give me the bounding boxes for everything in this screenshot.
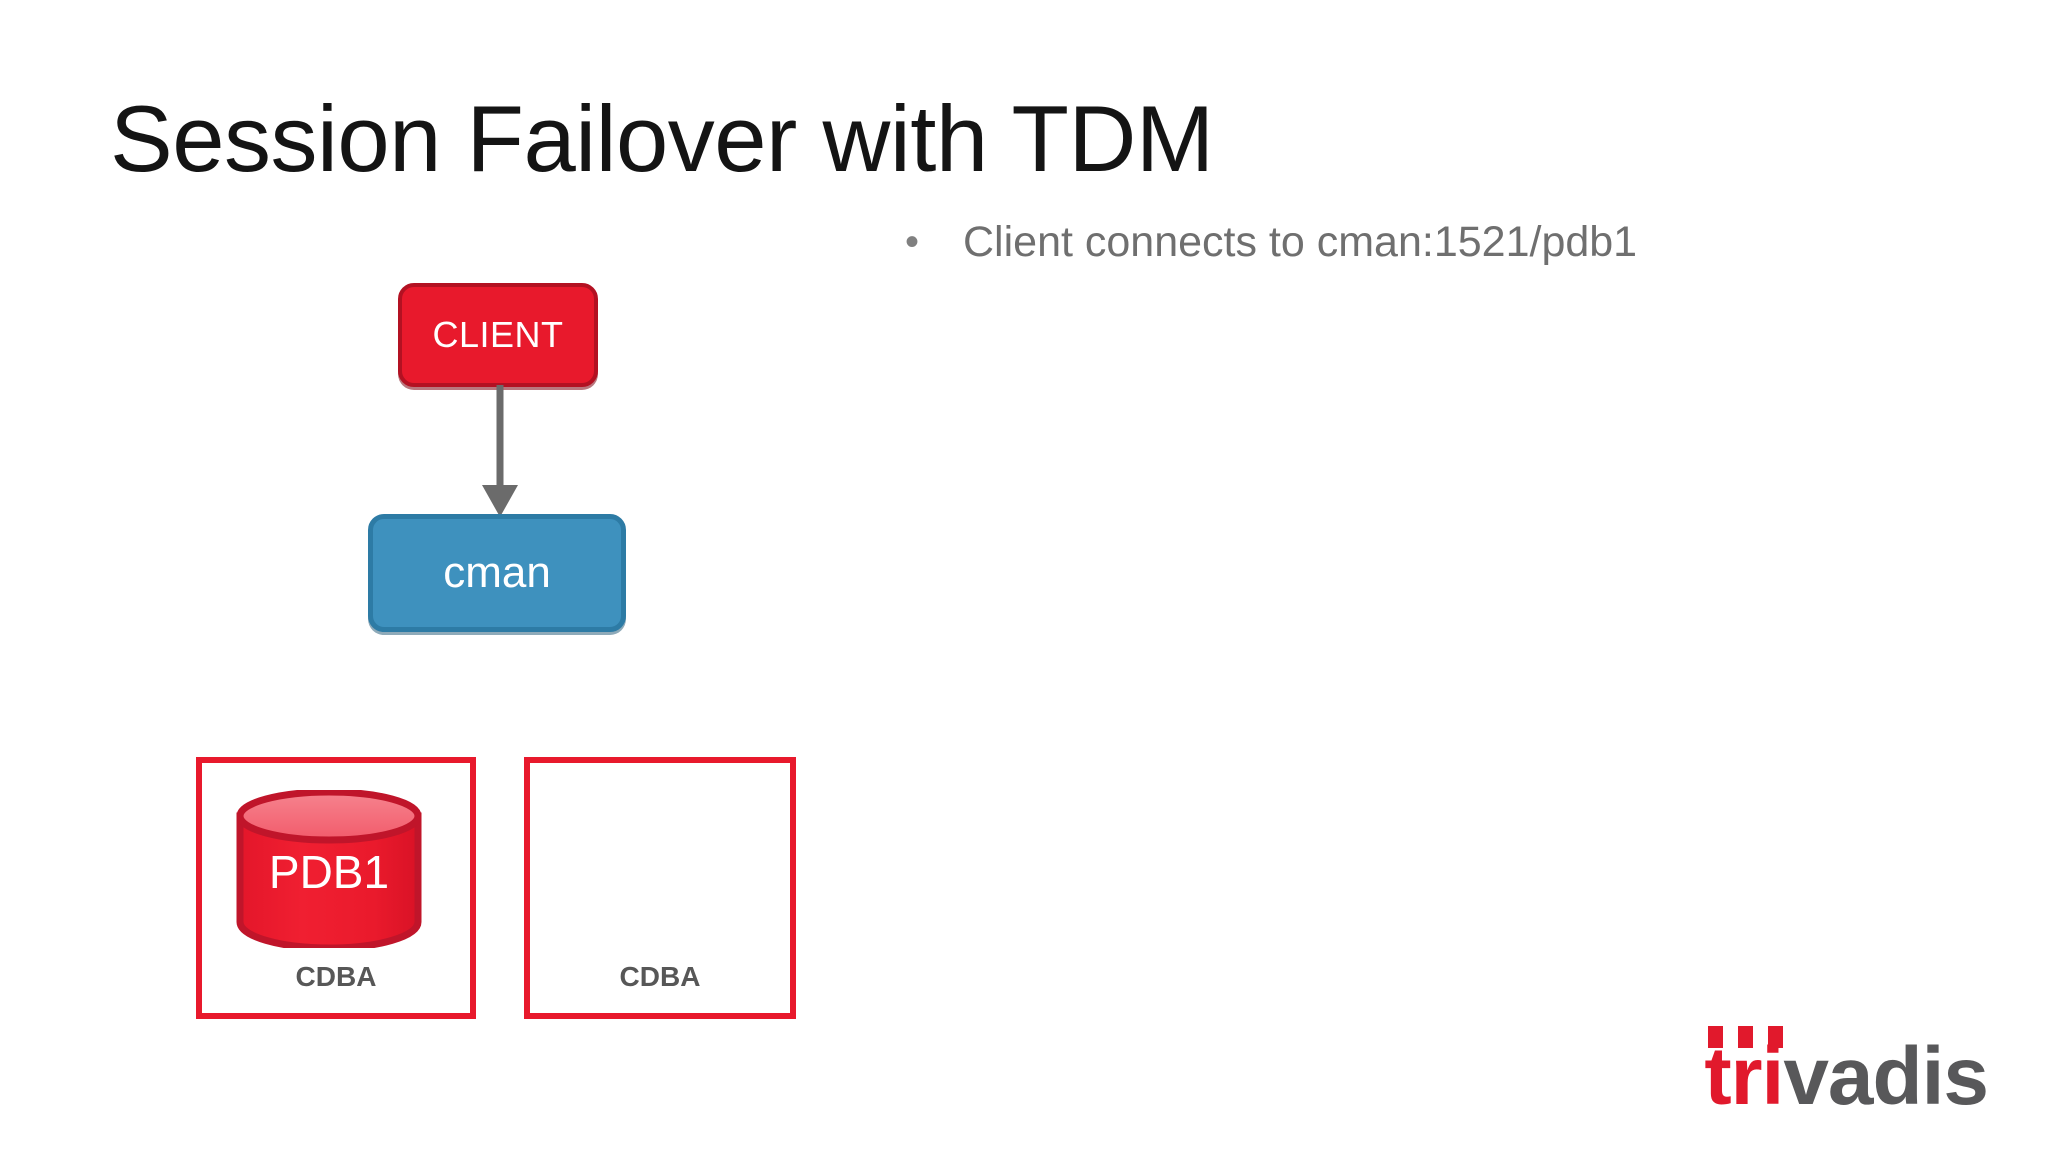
database-cylinder-pdb1-icon[interactable] xyxy=(235,790,423,948)
bullet-text: Client connects to cman:1521/pdb1 xyxy=(963,218,1638,266)
diagram-node-client[interactable]: CLIENT xyxy=(398,283,598,387)
bullet-list: • Client connects to cman:1521/pdb1 xyxy=(905,214,1905,284)
logo-text-tri: tri xyxy=(1704,1026,1784,1124)
logo-text-vadis: vadis xyxy=(1783,1031,1989,1122)
trivadis-logo: tri vadis xyxy=(1704,1026,1989,1124)
bullet-marker-icon: • xyxy=(905,220,920,264)
list-item: • Client connects to cman:1521/pdb1 xyxy=(905,214,1905,270)
connector-client-to-cman-arrow-icon xyxy=(482,385,518,517)
container-cdba-right[interactable]: CDBA xyxy=(524,757,796,1019)
container-cdba-right-label: CDBA xyxy=(619,961,701,992)
cman-node-label: cman xyxy=(443,548,551,597)
client-node-label: CLIENT xyxy=(432,314,564,355)
page-title: Session Failover with TDM xyxy=(110,86,1214,191)
logo-dots-icon xyxy=(1708,1026,1784,1048)
diagram-node-cman[interactable]: cman xyxy=(368,514,626,632)
container-cdba-left-label: CDBA xyxy=(295,961,377,992)
